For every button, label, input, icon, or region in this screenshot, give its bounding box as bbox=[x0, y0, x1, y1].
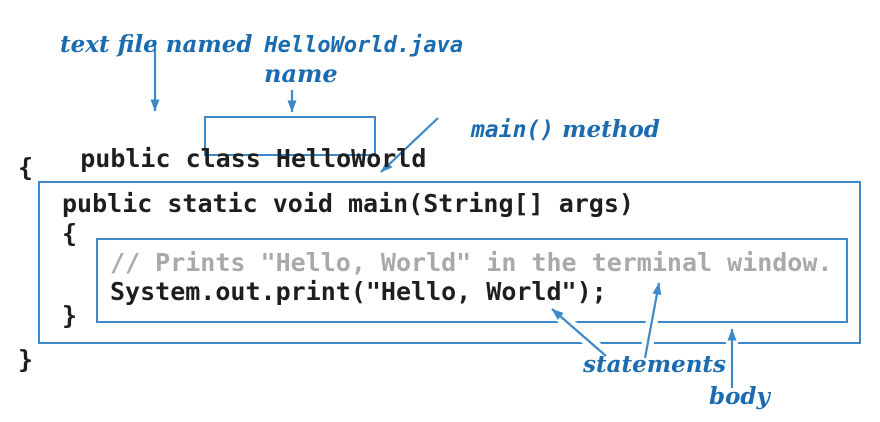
file-annotation-filename: HelloWorld.java bbox=[264, 33, 464, 58]
body-annotation: body bbox=[709, 383, 770, 410]
main-method-arrow bbox=[380, 117, 439, 173]
statements-box bbox=[96, 238, 848, 323]
code-line-comment: // Prints "Hello, World" in the terminal… bbox=[110, 248, 833, 277]
class-name: HelloWorld bbox=[275, 144, 427, 173]
statements-arrow-2 bbox=[643, 282, 662, 359]
code-line-main-signature: public static void main(String[] args) bbox=[62, 189, 634, 218]
code-line-main-close-brace: } bbox=[62, 301, 78, 330]
file-annotation: text file named HelloWorld.java bbox=[28, 9, 463, 82]
code-line-class-close-brace: } bbox=[18, 345, 34, 374]
file-annotation-label: text file named bbox=[60, 31, 253, 58]
main-method-annotation-mono: main() bbox=[471, 117, 555, 143]
code-line-class-declaration: public class HelloWorld bbox=[20, 121, 426, 196]
class-keyword: public class bbox=[80, 144, 276, 173]
class-name-box bbox=[204, 116, 376, 156]
statements-arrow-1 bbox=[551, 308, 607, 357]
code-line-main-open-brace: { bbox=[62, 219, 78, 248]
main-method-annotation-word: method bbox=[562, 116, 660, 143]
statements-annotation: statements bbox=[583, 351, 726, 378]
name-annotation: name bbox=[264, 59, 338, 88]
class-body-box bbox=[38, 181, 861, 344]
code-line-class-open-brace: { bbox=[18, 153, 34, 182]
code-line-statement: System.out.print("Hello, World"); bbox=[110, 277, 607, 306]
main-method-annotation: main() method bbox=[439, 94, 660, 166]
